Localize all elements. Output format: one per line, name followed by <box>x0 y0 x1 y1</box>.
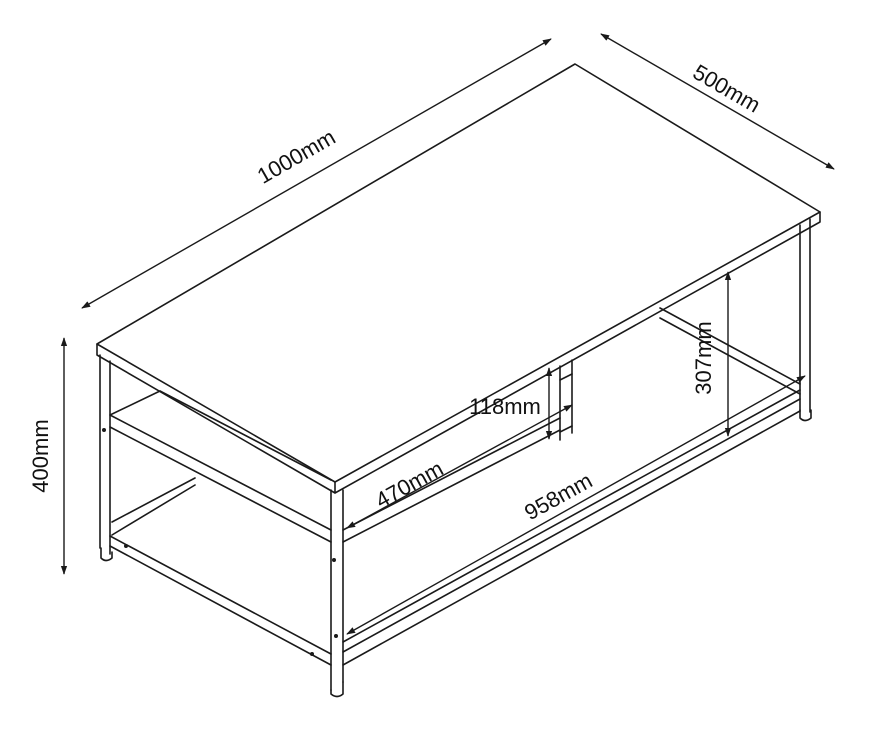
shelf-gap-label: 118mm <box>469 394 541 419</box>
screw-hole-5 <box>334 634 338 638</box>
depth-dimension-line <box>600 33 835 170</box>
length-dimension-line <box>81 38 552 309</box>
bottom-length-dimension-line <box>346 375 806 635</box>
back-right-leg <box>799 218 811 413</box>
clearance-label: 307mm <box>691 321 716 394</box>
left-bottom-rail <box>109 477 332 666</box>
middle-shelf <box>109 390 332 543</box>
front-left-foot <box>100 547 113 562</box>
tabletop-surface <box>96 63 821 483</box>
front-corner-foot <box>330 681 344 698</box>
front-middle-rail <box>342 417 561 543</box>
screw-hole-4 <box>332 558 336 562</box>
shelf-depth-label: 470mm <box>371 456 447 513</box>
front-corner-leg <box>330 489 344 691</box>
dimension-lines <box>60 33 835 635</box>
screw-hole-3 <box>310 652 314 656</box>
back-left-leg <box>559 359 573 441</box>
bottom-length-label: 958mm <box>520 468 596 525</box>
depth-label: 500mm <box>689 59 765 117</box>
length-label: 1000mm <box>253 124 340 188</box>
screw-hole-1 <box>102 428 106 432</box>
front-left-leg <box>99 354 111 555</box>
height-label: 400mm <box>28 419 53 492</box>
back-left-rail <box>559 373 573 433</box>
screw-hole-2 <box>124 544 128 548</box>
